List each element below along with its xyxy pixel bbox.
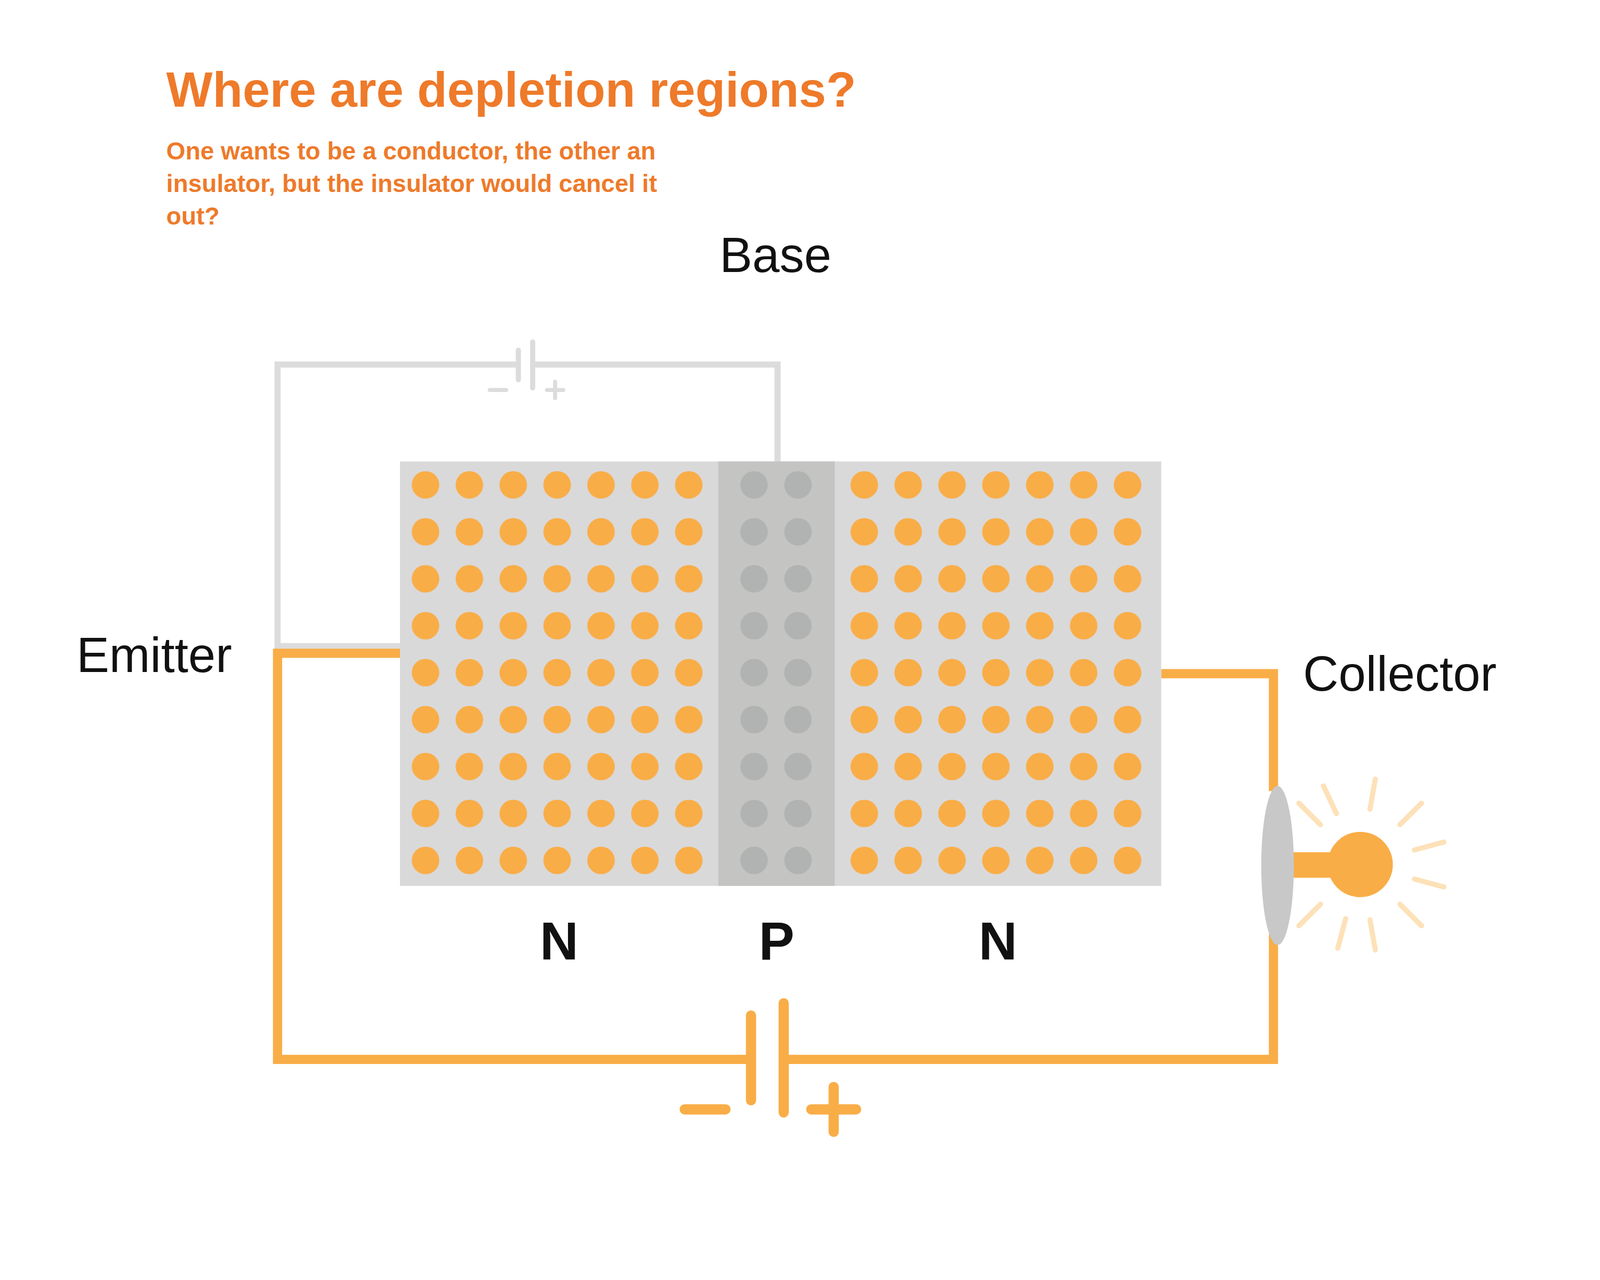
electron-dots <box>838 461 1146 884</box>
light-ray <box>1400 904 1422 926</box>
battery-symbol <box>515 350 522 380</box>
battery-symbol <box>778 1003 789 1113</box>
battery-symbol <box>746 1015 757 1101</box>
light-ray <box>1337 918 1346 949</box>
subtitle: One wants to be a conductor, the other a… <box>166 134 706 233</box>
p-region <box>718 461 835 886</box>
light-ray <box>1298 803 1321 826</box>
bulb-base <box>1261 786 1294 946</box>
plus-sign <box>811 1086 856 1132</box>
light-ray <box>1414 842 1444 851</box>
semiconductor-region: N <box>400 461 719 973</box>
region-label: P <box>718 908 835 973</box>
light-ray <box>1400 803 1422 826</box>
light-bulb <box>1261 779 1445 950</box>
terminal-label: Emitter <box>76 625 232 685</box>
minus-sign <box>684 1104 726 1115</box>
region-label: N <box>834 908 1162 973</box>
light-ray <box>1298 904 1321 926</box>
bulb-glass <box>1327 832 1393 898</box>
light-ray <box>1370 779 1376 810</box>
semiconductor-region: N <box>834 461 1162 973</box>
bulb-neck <box>1288 852 1334 878</box>
light-ray <box>1323 786 1337 814</box>
title: Where are depletion regions? <box>166 60 856 119</box>
minus-sign <box>489 387 507 392</box>
light-ray <box>1370 920 1376 950</box>
region-label: N <box>400 908 719 973</box>
battery-symbol <box>530 341 536 388</box>
light-ray <box>1414 878 1444 887</box>
hole-dots <box>732 461 821 884</box>
semiconductor-block <box>400 461 1162 886</box>
terminal-label: Base <box>719 225 832 285</box>
semiconductor-region: P <box>718 461 835 973</box>
plus-sign <box>547 381 564 399</box>
terminal-label: Collector <box>1302 644 1497 703</box>
electron-dots <box>403 461 711 884</box>
